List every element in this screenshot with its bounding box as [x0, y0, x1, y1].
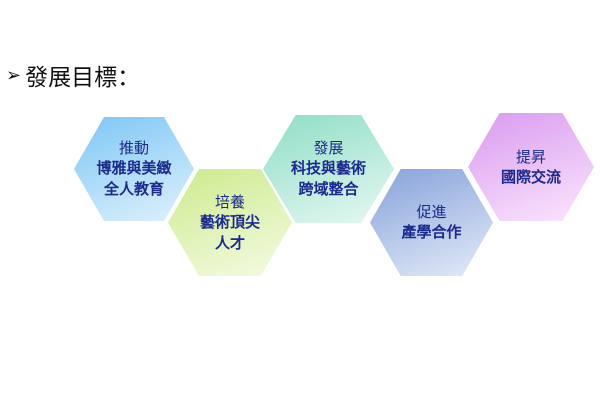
goal-line: 藝術頂尖: [199, 212, 260, 231]
goal-verb: 促進: [416, 203, 447, 221]
arrow-bullet-icon: ➢: [6, 64, 22, 86]
goal-line: 博雅與美緻: [96, 159, 172, 177]
goal-line: 產學合作: [401, 223, 462, 241]
goal-hexagon-1: 推動 博雅與美緻 全人教育: [74, 117, 194, 221]
goal-hexagon-3: 發展 科技與藝術 跨域整合: [263, 115, 394, 223]
goal-verb: 推動: [118, 139, 149, 157]
goal-verb: 培養: [214, 192, 245, 211]
goal-hexagon-5: 提昇 國際交流: [468, 113, 594, 221]
title-text: 發展目標：: [25, 65, 141, 91]
goal-line: 人才: [214, 233, 245, 252]
goal-verb: 提昇: [515, 147, 546, 166]
goal-line: 科技與藝術: [290, 159, 366, 177]
goal-line: 跨域整合: [298, 180, 359, 198]
slide-title: ➢ 發展目標：: [6, 58, 140, 92]
goal-verb: 發展: [313, 139, 344, 157]
goal-hexagon-4: 促進 產學合作: [370, 169, 493, 276]
goal-line: 全人教育: [103, 180, 164, 198]
goal-line: 國際交流: [500, 167, 561, 186]
